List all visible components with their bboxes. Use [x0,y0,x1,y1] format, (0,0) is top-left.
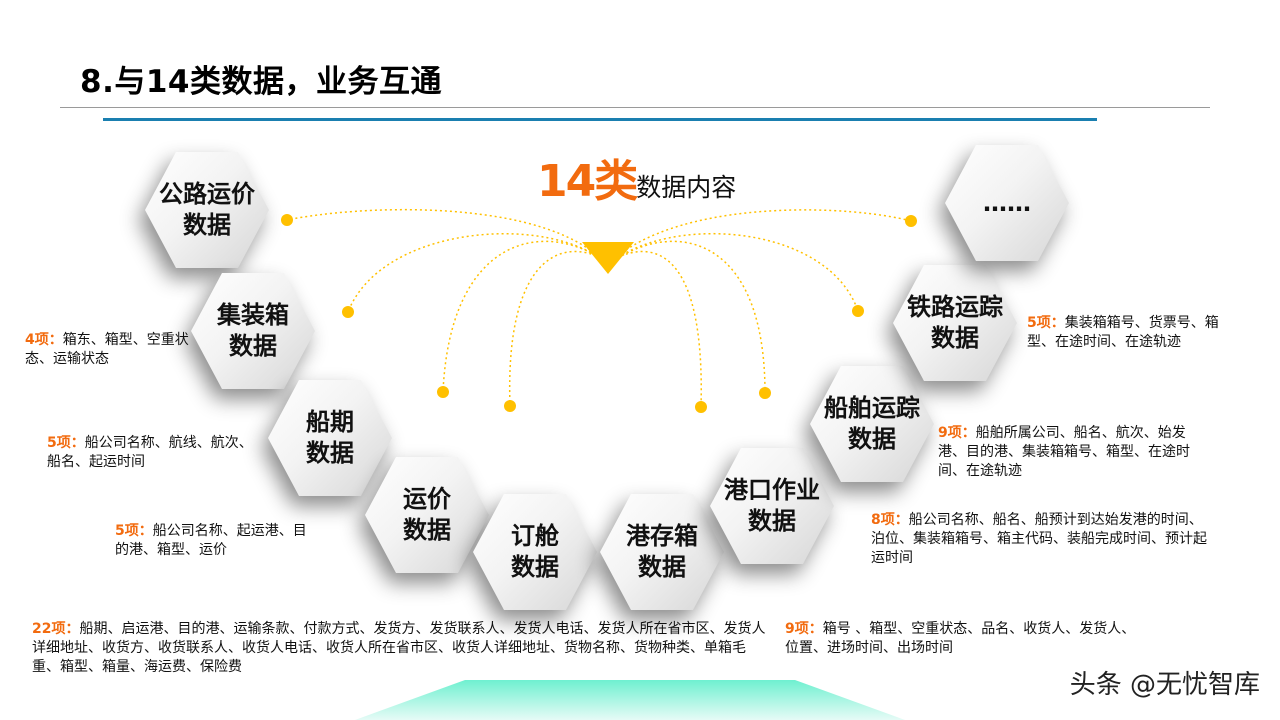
connector-dot [695,401,707,413]
title-divider [60,107,1210,108]
desc-text: 箱东、箱型、空重状态、运输状态 [25,332,189,367]
page-title: 8.与14类数据，业务互通 [80,64,442,100]
desc-port-operation: 8项：船公司名称、船名、船预计到达始发港的时间、泊位、集装箱箱号、箱主代码、装船… [871,511,1216,568]
desc-count: 8项： [871,512,909,528]
watermark: 头条 @无忧智库 [1069,670,1260,700]
desc-port-storage: 9项：箱号 、箱型、空重状态、品名、收货人、发货人、位置、进场时间、出场时间 [785,620,1145,658]
heading-number: 14类 [537,156,638,207]
connector-line [625,209,912,251]
connector-dot [504,400,516,412]
connector-dot [437,386,449,398]
hex-rail-tracking: 铁路运踪 数据 [893,265,1017,381]
connector-line [508,250,606,407]
connector-dot [342,306,354,318]
hex-ship-tracking: 船舶运踪 数据 [810,366,934,482]
hex-label: 铁路运踪 数据 [907,293,1003,352]
hex-label: 船期 数据 [306,408,354,467]
hex-booking: 订舱 数据 [473,494,597,610]
desc-rail-tracking: 5项：集装箱箱号、货票号、箱型、在途时间、在途轨迹 [1027,314,1227,352]
hex-container: 集装箱 数据 [191,273,315,389]
connector-dot [281,214,293,226]
hex-port-operation: 港口作业 数据 [710,448,834,564]
desc-count: 9项： [938,425,976,441]
hex-port-storage: 港存箱 数据 [600,494,724,610]
desc-text: 箱号 、箱型、空重状态、品名、收货人、发货人、位置、进场时间、出场时间 [785,621,1136,656]
desc-booking: 22项：船期、启运港、目的港、运输条款、付款方式、发货方、发货联系人、发货人电话… [32,620,767,677]
desc-text: 船公司名称、起运港、目的港、箱型、运价 [115,523,307,558]
hex-label: 集装箱 数据 [217,301,289,360]
hex-label: 港存箱 数据 [626,522,698,581]
bottom-stage-decoration [355,680,905,720]
desc-count: 5项： [1027,315,1065,331]
hex-label: 订舱 数据 [511,522,559,581]
heading-text: 数据内容 [636,173,737,202]
connector-dot [759,387,771,399]
center-triangle-icon [582,242,634,274]
desc-count: 5项： [115,523,153,539]
desc-ship-tracking: 9项：船舶所属公司、船名、航次、始发港、目的港、集装箱箱号、箱型、在途时间、在途… [938,424,1210,481]
desc-count: 9项： [785,621,823,637]
desc-count: 5项： [47,435,85,451]
connector-dot [905,215,917,227]
desc-count: 22项： [32,621,80,637]
connector-dot [852,305,864,317]
connector-line [621,232,859,312]
hex-more: …… [945,145,1069,261]
desc-count: 4项： [25,332,63,348]
hex-road-freight: 公路运价 数据 [145,152,269,268]
connector-line [442,240,601,393]
title-underline [103,118,1097,121]
hex-label: 运价 数据 [403,485,451,544]
desc-text: 船公司名称、航线、航次、船名、起运时间 [47,435,253,470]
desc-container: 4项：箱东、箱型、空重状态、运输状态 [25,331,200,369]
hex-schedule: 船期 数据 [268,380,392,496]
desc-text: 船期、启运港、目的港、运输条款、付款方式、发货方、发货联系人、发货人电话、发货人… [32,621,766,675]
desc-text: 船舶所属公司、船名、航次、始发港、目的港、集装箱箱号、箱型、在途时间、在途轨迹 [938,425,1190,479]
hex-label: 船舶运踪 数据 [824,394,920,453]
connector-line [286,208,591,251]
connector-line [611,250,702,408]
desc-schedule: 5项：船公司名称、航线、航次、船名、起运时间 [47,434,257,472]
desc-text: 船公司名称、船名、船预计到达始发港的时间、泊位、集装箱箱号、箱主代码、装船完成时… [871,512,1207,566]
center-heading: 14类数据内容 [537,145,736,209]
hex-label: 港口作业 数据 [724,476,820,535]
hex-label: …… [983,188,1031,217]
desc-text: 集装箱箱号、货票号、箱型、在途时间、在途轨迹 [1027,315,1219,350]
hex-freight-rate: 运价 数据 [365,457,489,573]
hex-label: 公路运价 数据 [159,180,255,239]
desc-freight-rate: 5项：船公司名称、起运港、目的港、箱型、运价 [115,522,315,560]
connector-line [617,240,766,394]
connector-line [347,233,596,313]
